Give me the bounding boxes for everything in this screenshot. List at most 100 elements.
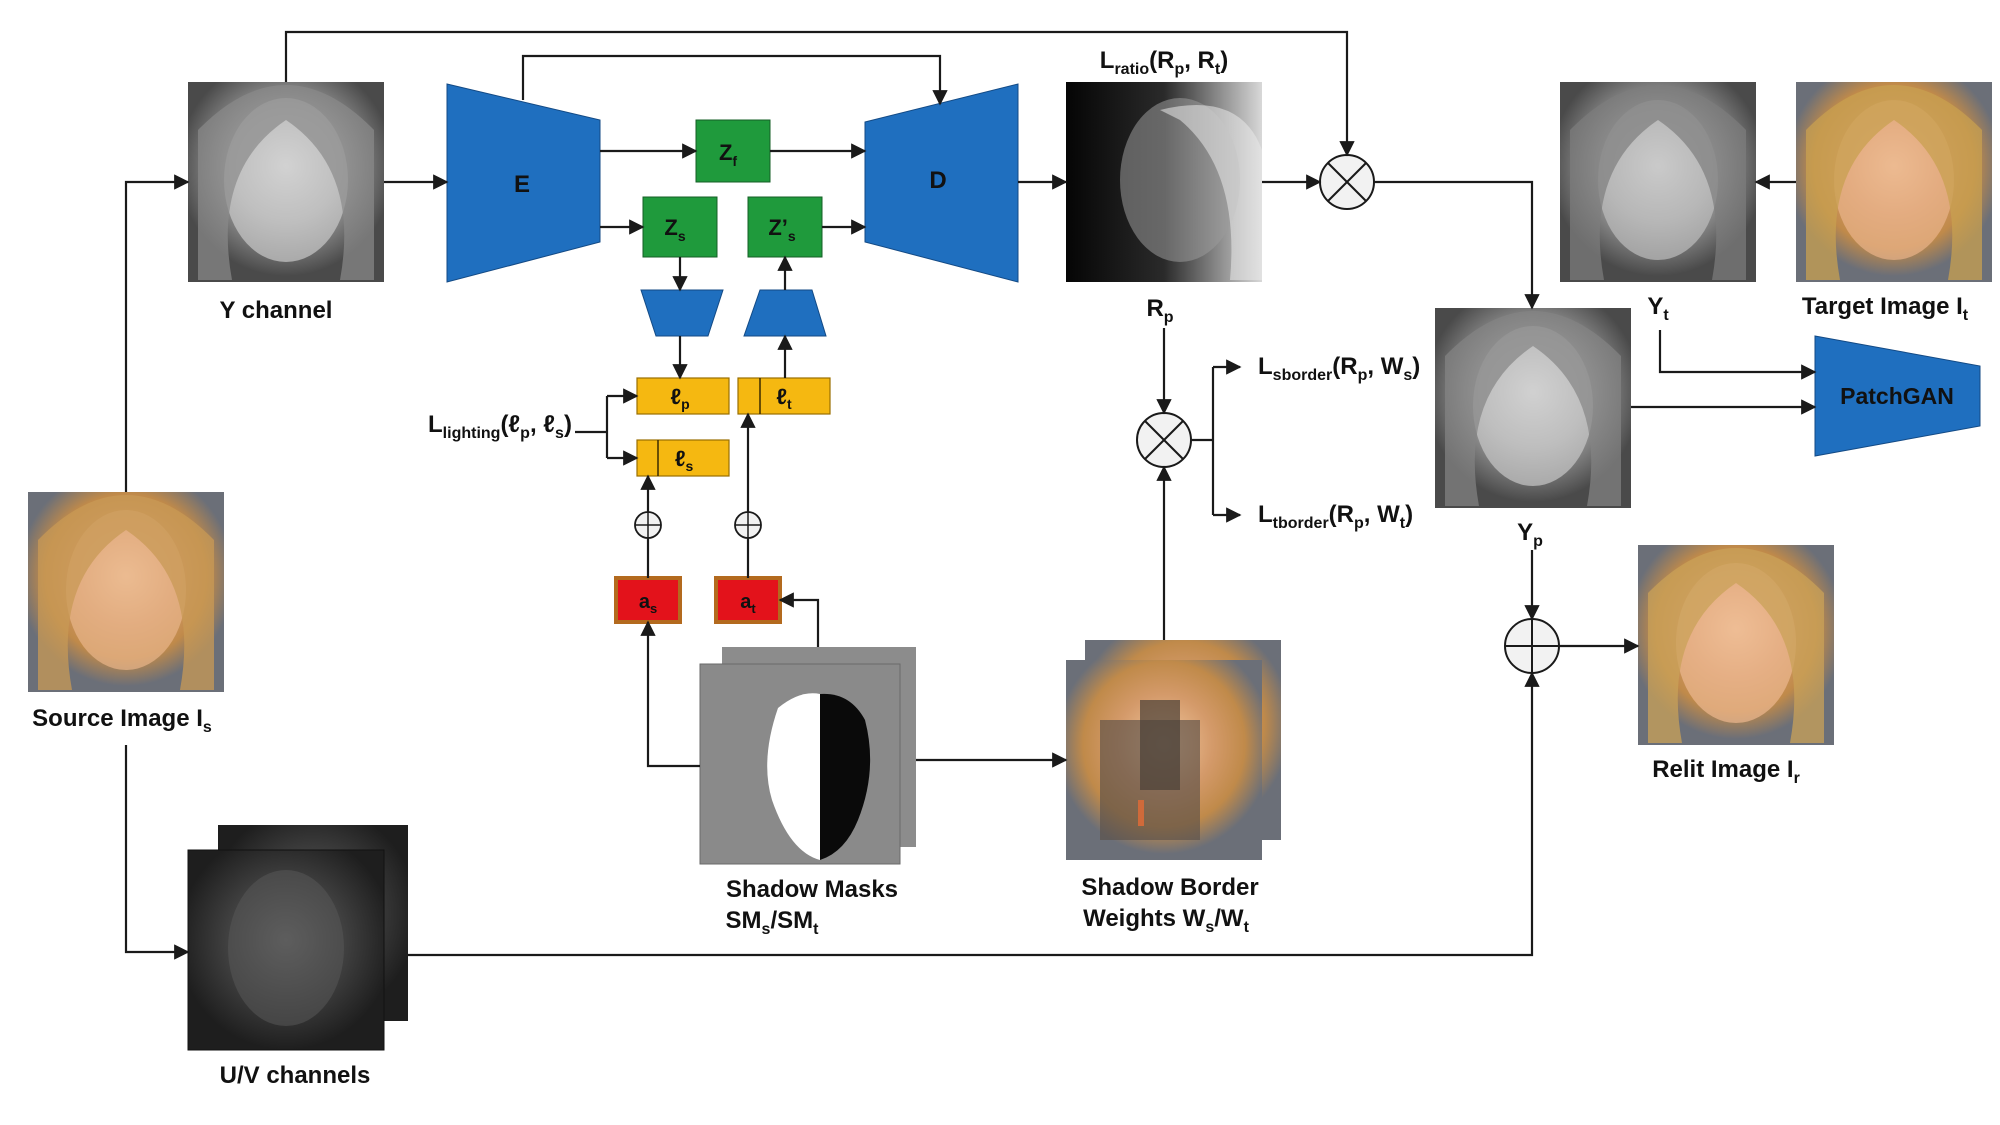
loss-tborder-label: Ltborder(Rp, Wt) — [1258, 501, 1413, 532]
latent-zs-prime-box: Z’s — [747, 196, 823, 258]
loss-sborder-s1: p — [1358, 367, 1368, 384]
lighting-lp-sub: p — [681, 396, 690, 412]
latent-zf-main: Z — [719, 140, 732, 165]
yt-label: Yt — [1647, 293, 1669, 324]
loss-tborder-s1: p — [1354, 515, 1364, 532]
sm-b: /SM — [770, 907, 813, 934]
loss-lighting-close: ) — [564, 411, 572, 438]
loss-ratio-s2: t — [1215, 61, 1221, 78]
yt-main: Y — [1647, 293, 1663, 320]
loss-tborder-L: L — [1258, 501, 1273, 528]
loss-tborder-open: (R — [1329, 501, 1354, 528]
lighting-lt-main: ℓ — [776, 384, 787, 409]
loss-tborder-close: ) — [1405, 501, 1413, 528]
svg-text:ℓs: ℓs — [675, 446, 694, 474]
add-operator-output — [1504, 618, 1560, 674]
decoder-block — [864, 83, 1019, 283]
lighting-ls-main: ℓ — [675, 446, 686, 471]
multiply-operator-top — [1319, 154, 1375, 210]
source-image — [28, 492, 224, 692]
shadow-masks-image — [699, 647, 916, 865]
patchgan-label: PatchGAN — [1840, 383, 1954, 409]
loss-tborder-s2: t — [1400, 515, 1406, 532]
loss-lighting-s2: s — [555, 425, 564, 442]
rp-label: Rp — [1146, 295, 1173, 326]
add-operator-at — [734, 511, 762, 539]
loss-lighting-open: (ℓ — [500, 411, 520, 438]
loss-lighting-label: Llighting(ℓp, ℓs) — [428, 411, 572, 442]
loss-tborder-sub: tborder — [1273, 515, 1329, 532]
sbw-a: Weights W — [1083, 905, 1206, 932]
latent-zs-box: Zs — [642, 196, 718, 258]
attention-at-sub: t — [751, 601, 756, 616]
sbw-b: /W — [1214, 905, 1244, 932]
target-image-main: Target Image I — [1802, 293, 1963, 320]
rp-main: R — [1146, 295, 1163, 322]
shadow-masks-label-2: SMs/SMt — [726, 907, 820, 938]
latent-zs-sub: s — [678, 228, 686, 244]
sm-a: SM — [726, 907, 762, 934]
yp-image — [1435, 308, 1631, 508]
loss-ratio-mid: , R — [1184, 47, 1215, 74]
loss-sborder-L: L — [1258, 353, 1273, 380]
attention-at-main: a — [740, 591, 752, 613]
lighting-ls-sub: s — [685, 458, 693, 474]
encoder-block — [446, 83, 601, 283]
loss-sborder-label: Lsborder(Rp, Ws) — [1258, 353, 1420, 384]
yp-sub: p — [1533, 533, 1543, 550]
svg-text:Zs: Zs — [664, 215, 685, 244]
rp-sub: p — [1164, 309, 1174, 326]
loss-ratio-open: (R — [1149, 47, 1174, 74]
loss-sborder-close: ) — [1412, 353, 1420, 380]
lighting-lt-sub: t — [787, 396, 792, 412]
loss-ratio-L: L — [1100, 47, 1115, 74]
attention-at-box: at — [714, 576, 782, 624]
lighting-decoder-trapezoid — [743, 289, 827, 337]
source-image-label-sub: s — [203, 719, 212, 736]
loss-lighting-s1: p — [520, 425, 530, 442]
decoder-label: D — [929, 167, 946, 194]
shadow-border-label-1: Shadow Border — [1081, 874, 1258, 901]
y-channel-label: Y channel — [220, 297, 333, 324]
relit-image — [1638, 545, 1834, 745]
lighting-lt-box: ℓt — [737, 377, 831, 415]
loss-sborder-open: (R — [1332, 353, 1357, 380]
loss-lighting-L: L — [428, 411, 443, 438]
encoder-label: E — [514, 171, 530, 198]
svg-text:at: at — [740, 591, 756, 616]
source-image-label: Source Image Is — [32, 705, 212, 736]
y-channel-image — [188, 82, 384, 282]
latent-zf-sub: f — [732, 153, 737, 169]
loss-ratio-close: ) — [1220, 47, 1228, 74]
shadow-border-weights-image — [1066, 640, 1281, 860]
target-image — [1796, 82, 1992, 282]
yt-image — [1560, 82, 1756, 282]
attention-as-sub: s — [650, 601, 657, 616]
multiply-operator-mid — [1136, 412, 1192, 468]
latent-zs-prime-sub: s — [788, 228, 796, 244]
loss-tborder-mid: , W — [1364, 501, 1400, 528]
lighting-ls-box: ℓs — [636, 439, 730, 477]
sbw-b-sub: t — [1244, 919, 1250, 936]
attention-as-main: a — [639, 591, 651, 613]
loss-sborder-s2: s — [1403, 367, 1412, 384]
add-operator-as — [634, 511, 662, 539]
svg-text:ℓt: ℓt — [776, 384, 792, 412]
loss-ratio-s1: p — [1174, 61, 1184, 78]
relit-image-main: Relit Image I — [1652, 756, 1793, 783]
lighting-lp-main: ℓ — [670, 384, 681, 409]
patchgan-block — [1814, 335, 1981, 457]
sm-a-sub: s — [762, 921, 771, 938]
uv-channels-label: U/V channels — [220, 1062, 371, 1089]
yt-sub: t — [1663, 307, 1669, 324]
loss-lighting-mid: , ℓ — [530, 411, 555, 438]
connections — [124, 30, 1817, 960]
uv-channels-image — [187, 825, 408, 1051]
latent-zs-main: Z — [664, 215, 677, 240]
loss-sborder-sub: sborder — [1273, 367, 1333, 384]
target-image-sub: t — [1963, 307, 1969, 324]
shadow-masks-label-1: Shadow Masks — [726, 876, 898, 903]
relit-image-label: Relit Image Ir — [1652, 756, 1800, 787]
attention-as-box: as — [614, 576, 682, 624]
